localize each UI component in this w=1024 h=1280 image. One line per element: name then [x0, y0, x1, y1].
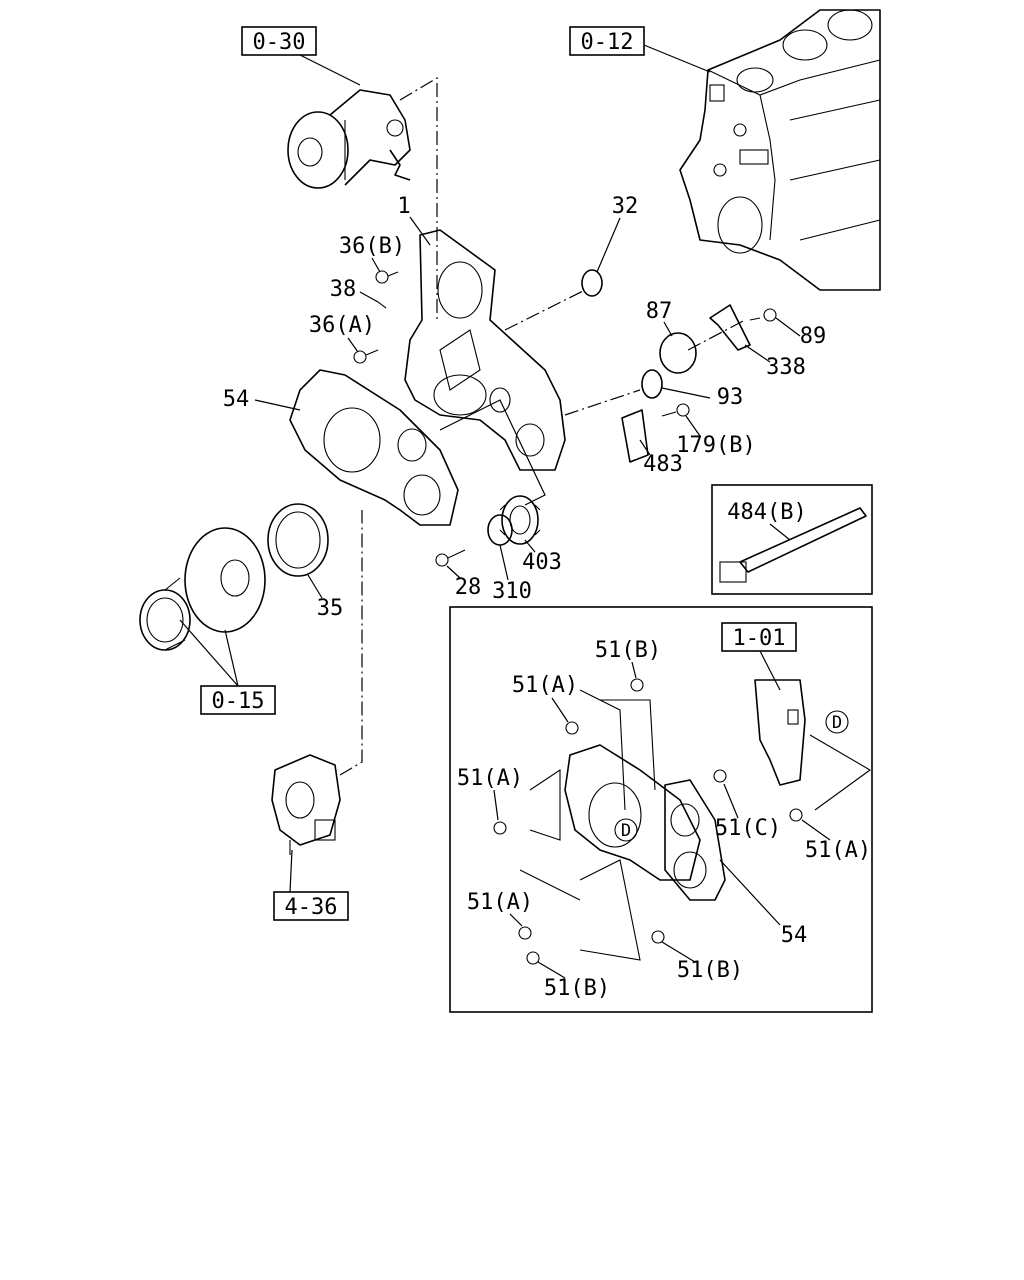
- timing-gear-case: [404, 229, 566, 471]
- svg-text:0-15: 0-15: [212, 689, 265, 714]
- inset-callout-51a-right: 51(A): [805, 838, 871, 863]
- bolt-51c: [713, 769, 727, 783]
- callout-28: 28: [455, 575, 482, 600]
- bolt-51b-top: [630, 678, 644, 692]
- ref-1-01[interactable]: 1-01: [721, 622, 797, 652]
- callout-338: 338: [766, 355, 806, 380]
- engine-block: [679, 9, 881, 291]
- harness-box: [711, 484, 873, 595]
- callout-87: 87: [646, 299, 673, 324]
- o-ring-93: [641, 369, 663, 399]
- bolt-51a-bl: [518, 926, 532, 940]
- callout-35: 35: [317, 596, 344, 621]
- inset-bracket-1-01: [754, 679, 806, 786]
- bolt-28: [435, 549, 466, 567]
- inset-callout-51a-bl: 51(A): [467, 890, 533, 915]
- callout-38: 38: [330, 277, 357, 302]
- timing-gear-403: [499, 495, 541, 545]
- bracket-483: [621, 409, 649, 463]
- bolt-51a-left: [493, 821, 507, 835]
- inset-callout-51a-left: 51(A): [457, 766, 523, 791]
- inset-callout-51c: 51(C): [715, 816, 781, 841]
- marker-d-right: D: [825, 710, 849, 734]
- bracket-338: [709, 304, 751, 351]
- ref-0-30[interactable]: 0-30: [241, 26, 317, 56]
- svg-text:4-36: 4-36: [285, 895, 338, 920]
- callout-179b: 179(B): [676, 433, 755, 458]
- bolt-51b-bot: [526, 951, 540, 965]
- pin-38: [377, 301, 387, 309]
- ref-4-36[interactable]: 4-36: [273, 891, 349, 921]
- callout-403: 403: [522, 550, 562, 575]
- svg-text:0-12: 0-12: [581, 30, 634, 55]
- callout-54: 54: [223, 387, 250, 412]
- callout-32: 32: [612, 194, 639, 219]
- inset-callout-51b-top: 51(B): [595, 638, 661, 663]
- oil-seal-ring: [267, 503, 329, 577]
- callout-483: 483: [643, 452, 683, 477]
- svg-text:0-30: 0-30: [253, 30, 306, 55]
- bolt-51b-br: [651, 930, 665, 944]
- seal-87: [659, 332, 697, 374]
- detail-inset-box: [449, 606, 873, 1013]
- ref-0-15[interactable]: 0-15: [200, 685, 276, 715]
- inset-front-plate: [564, 744, 726, 901]
- inset-callout-54: 54: [781, 923, 808, 948]
- o-ring-32: [581, 269, 603, 297]
- svg-text:D: D: [621, 821, 631, 841]
- crank-pulley: [139, 527, 266, 651]
- callout-484b: 484(B): [727, 500, 806, 525]
- callout-89: 89: [800, 324, 827, 349]
- marker-d-center: D: [614, 818, 638, 842]
- wire-harness-strap: [719, 507, 867, 583]
- ref-0-12[interactable]: 0-12: [569, 26, 645, 56]
- bolt-36b: [375, 270, 399, 284]
- water-pump-assembly: [287, 76, 438, 320]
- inset-callout-51a-top: 51(A): [512, 673, 578, 698]
- svg-text:1-01: 1-01: [733, 626, 786, 651]
- bolt-51a-top: [565, 721, 579, 735]
- svg-text:D: D: [832, 713, 842, 733]
- callout-93: 93: [717, 385, 744, 410]
- inset-callout-51b-bot: 51(B): [544, 976, 610, 1001]
- bolt-51a-right: [789, 808, 803, 822]
- front-plate: [289, 369, 459, 526]
- inset-callout-51b-br: 51(B): [677, 958, 743, 983]
- bolt-36a: [353, 349, 379, 364]
- power-steering-pump: [271, 510, 363, 855]
- callout-36b: 36(B): [339, 234, 405, 259]
- callout-36a: 36(A): [309, 313, 375, 338]
- callout-1: 1: [397, 194, 410, 219]
- callout-310: 310: [492, 579, 532, 604]
